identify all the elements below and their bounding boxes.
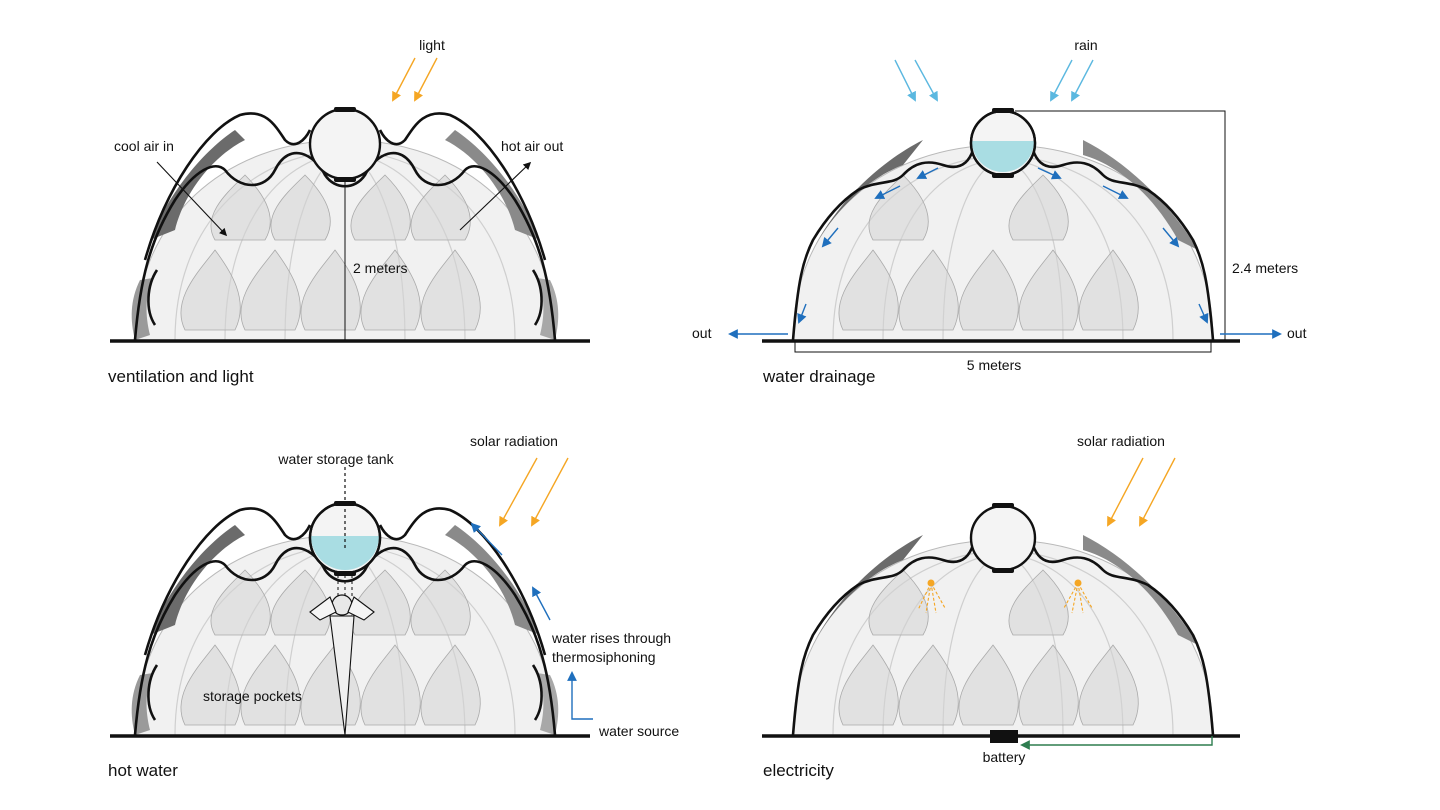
panel-caption: electricity	[763, 761, 834, 780]
water-source-arrow	[567, 671, 593, 720]
thermosiphon-label-line2: thermosiphoning	[552, 649, 656, 665]
solar-label: solar radiation	[470, 433, 558, 449]
panel-caption: ventilation and light	[108, 367, 254, 386]
panel-ventilation: light cool air in hot air out 2 meters v…	[108, 37, 590, 386]
height-dimension-line	[1015, 110, 1226, 341]
water-tank	[969, 503, 1037, 573]
width-label: 5 meters	[967, 357, 1021, 373]
height-label: 2.4 meters	[1232, 260, 1298, 276]
storage-pockets-label: storage pockets	[203, 688, 302, 704]
height-label: 2 meters	[353, 260, 407, 276]
cool-air-arrow	[156, 161, 228, 237]
cool-air-label: cool air in	[114, 138, 174, 154]
hot-air-arrow	[459, 161, 532, 231]
water-tank	[969, 108, 1037, 178]
out-right-label: out	[1287, 325, 1307, 341]
panel-hot-water: solar radiation water storage tank water…	[108, 433, 679, 780]
battery-wire	[1020, 736, 1213, 750]
solar-arrow	[531, 457, 569, 527]
rain-arrow	[894, 59, 916, 102]
drainage-flow-arrows	[797, 167, 1209, 324]
person-figure	[309, 594, 375, 736]
hot-air-label: hot air out	[501, 138, 563, 154]
rain-arrow	[1071, 59, 1094, 102]
tank-label: water storage tank	[277, 451, 394, 467]
solar-arrow	[1107, 457, 1144, 527]
thermosiphon-label-line1: water rises through	[551, 630, 671, 646]
water-source-label: water source	[598, 723, 679, 739]
water-tank	[308, 107, 382, 182]
panel-drainage: rain 2.4 meters 5 meters out out water d…	[692, 37, 1307, 386]
width-dimension-line	[794, 341, 1212, 353]
light-arrow	[414, 57, 438, 102]
solar-arrow	[1139, 457, 1176, 527]
out-left-label: out	[692, 325, 712, 341]
panel-electricity: solar radiation battery electricity	[762, 433, 1240, 780]
feed-pipes	[337, 575, 353, 598]
battery-label: battery	[983, 749, 1026, 765]
thermosiphon-arrow	[470, 522, 503, 556]
thermosiphon-arrow	[532, 586, 551, 621]
light-label: light	[419, 37, 445, 53]
battery-icon	[990, 730, 1018, 743]
rain-arrow	[1050, 59, 1073, 102]
light-arrow	[392, 57, 416, 102]
panel-caption: hot water	[108, 761, 178, 780]
rain-label: rain	[1074, 37, 1097, 53]
solar-cell-rays	[917, 579, 1093, 614]
solar-label: solar radiation	[1077, 433, 1165, 449]
panel-caption: water drainage	[762, 367, 875, 386]
solar-arrow	[499, 457, 538, 527]
rain-arrow	[914, 59, 938, 102]
